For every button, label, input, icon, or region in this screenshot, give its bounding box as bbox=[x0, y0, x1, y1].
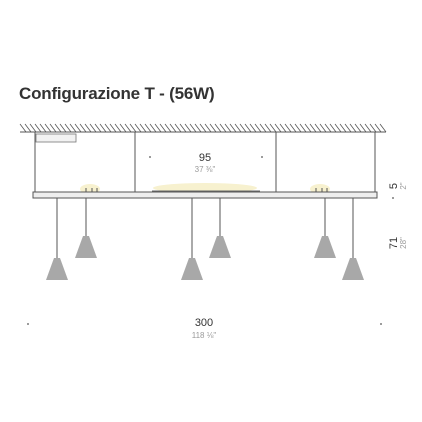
diagram-title: Configurazione T - (56W) bbox=[19, 84, 215, 103]
light-bar bbox=[32, 191, 378, 199]
pendant-shade bbox=[75, 236, 97, 258]
marker-dot bbox=[392, 197, 394, 199]
ceiling-hatch bbox=[19, 123, 387, 133]
center-module-in: 37 ⅜" bbox=[195, 165, 216, 174]
pendant-shade bbox=[46, 258, 68, 280]
pendants bbox=[46, 198, 364, 280]
connectors bbox=[85, 188, 328, 192]
marker-dot bbox=[261, 156, 263, 158]
drop-height-cm: 71 bbox=[388, 237, 400, 249]
pendant-shade bbox=[314, 236, 336, 258]
marker-dot bbox=[380, 323, 382, 325]
center-module-cm: 95 bbox=[199, 152, 211, 164]
bar-height-in: 2" bbox=[399, 182, 408, 189]
pendant-shade bbox=[342, 258, 364, 280]
marker-dot bbox=[27, 323, 29, 325]
drop-height-in: 28" bbox=[399, 237, 408, 249]
bar-height-cm: 5 bbox=[388, 183, 400, 189]
pendant-shade bbox=[209, 236, 231, 258]
driver-box bbox=[35, 133, 77, 143]
total-length-cm: 300 bbox=[195, 317, 213, 329]
pendant-shade bbox=[181, 258, 203, 280]
total-length-in: 118 ⅛" bbox=[192, 331, 217, 340]
marker-dot bbox=[149, 156, 151, 158]
